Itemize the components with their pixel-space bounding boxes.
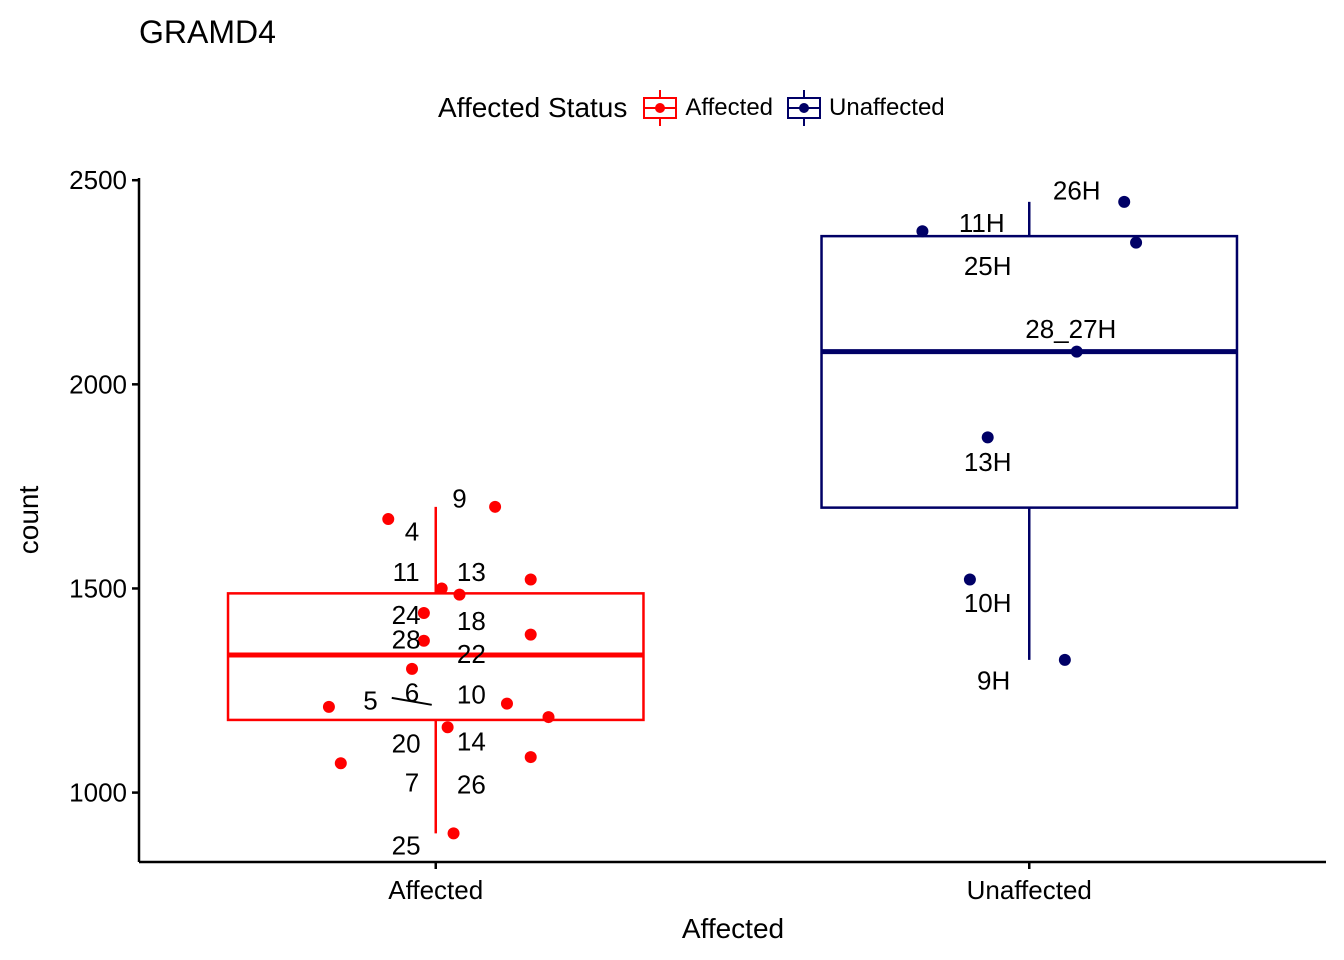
data-point-affected <box>524 628 537 641</box>
point-label: 7 <box>405 767 419 797</box>
data-point-affected <box>500 697 513 710</box>
point-label: 5 <box>363 686 377 716</box>
data-point-affected <box>489 500 502 513</box>
data-point-unaffected <box>916 225 929 238</box>
point-label: 22 <box>457 639 486 669</box>
point-label: 10H <box>964 588 1012 618</box>
legend-label-affected: Affected <box>685 94 774 121</box>
label-leader-line <box>391 696 432 706</box>
chart-title: GRAMD4 <box>139 14 276 50</box>
data-point-unaffected <box>981 431 994 444</box>
x-tick-label: Affected <box>388 875 483 905</box>
data-point-affected <box>453 588 466 601</box>
point-label: 18 <box>457 606 486 636</box>
point-label: 11H <box>959 208 1005 238</box>
data-point-unaffected <box>1130 236 1143 249</box>
legend-key-unaffected <box>787 90 822 126</box>
x-axis-title: Affected <box>682 913 784 944</box>
x-tick-label: Unaffected <box>967 875 1092 905</box>
data-point-unaffected <box>1118 195 1131 208</box>
point-label: 28_27H <box>1025 314 1116 344</box>
data-point-affected <box>417 634 430 647</box>
point-label: 25H <box>964 251 1012 281</box>
data-point-affected <box>435 582 448 595</box>
point-label: 9H <box>977 665 1010 695</box>
y-tick-label: 1500 <box>69 573 127 603</box>
data-point-unaffected <box>1058 653 1071 666</box>
point-label: 26H <box>1053 175 1101 205</box>
y-tick-label: 2500 <box>69 165 127 195</box>
data-point-affected <box>417 606 430 619</box>
legend-title: Affected Status <box>438 92 628 123</box>
point-label: 13 <box>457 557 486 587</box>
legend-key-affected <box>643 90 678 126</box>
data-point-affected <box>447 827 460 840</box>
y-tick-label: 1000 <box>69 778 127 808</box>
data-point-affected <box>524 573 537 586</box>
data-point-affected <box>406 662 419 675</box>
point-label: 25 <box>392 831 421 861</box>
data-point-affected <box>441 721 454 734</box>
point-label: 28 <box>392 624 421 654</box>
point-label: 13H <box>964 447 1012 477</box>
legend-item-affected: Affected <box>641 89 773 127</box>
point-label: 24 <box>392 600 421 630</box>
y-axis-title: count <box>13 486 44 555</box>
data-point-unaffected <box>1070 345 1083 358</box>
data-point-affected <box>542 711 555 724</box>
point-label: 14 <box>457 727 486 757</box>
legend-item-unaffected: Unaffected <box>785 89 945 127</box>
point-label: 4 <box>405 516 419 546</box>
point-label: 9 <box>452 484 466 514</box>
data-point-affected <box>382 513 395 526</box>
data-point-affected <box>524 751 537 764</box>
box-unaffected <box>820 234 1239 509</box>
legend-label-unaffected: Unaffected <box>829 94 945 121</box>
point-label: 10 <box>457 680 486 710</box>
y-tick-label: 2000 <box>69 369 127 399</box>
data-point-affected <box>334 757 347 770</box>
point-label: 11 <box>393 557 420 587</box>
boxes-layer <box>226 201 1239 834</box>
point-label: 20 <box>392 729 421 759</box>
points-layer <box>322 195 1143 840</box>
data-point-affected <box>322 700 335 713</box>
legend: Affected Status Affected Unaffected <box>438 88 957 128</box>
point-label: 26 <box>457 769 486 799</box>
data-point-unaffected <box>963 573 976 586</box>
